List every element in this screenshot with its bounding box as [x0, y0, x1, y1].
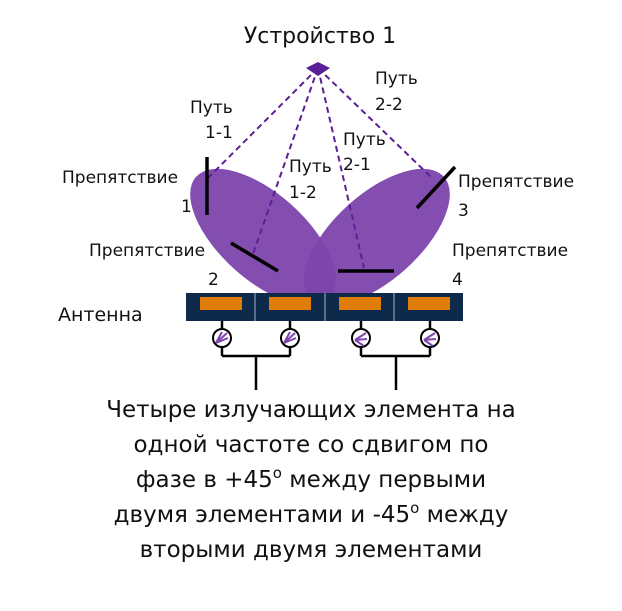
obstacle-4-number: 4: [452, 270, 463, 290]
path-2-1-line: [317, 67, 365, 269]
phase-shifter-icon: [212, 328, 232, 348]
phase-shifter-icon: [420, 328, 440, 348]
path-labels: Путь 1-1 Путь 1-2 Путь 2-1 Путь 2-2: [190, 69, 418, 203]
path-1-1-line: [207, 67, 319, 179]
obstacle-labels: Препятствие 1 Препятствие 2 Препятствие …: [62, 168, 574, 290]
path-2-1-number: 2-1: [343, 155, 371, 175]
obstacles: [205, 157, 457, 273]
patch-element-2: [269, 297, 311, 310]
path-2-2-label: Путь: [375, 69, 418, 89]
device-label: Устройство 1: [244, 24, 396, 49]
phase-shifter-icon: [351, 328, 371, 348]
caption-line-1: Четыре излучающих элемента на: [106, 397, 516, 423]
obstacle-1-label: Препятствие: [62, 168, 178, 188]
path-2-2-line: [317, 67, 433, 179]
caption-line-3-start: фазе в +45: [136, 467, 273, 493]
path-1-2-line: [252, 67, 319, 255]
caption-line-4-end: между: [419, 502, 508, 528]
path-1-1-number: 1-1: [205, 123, 233, 143]
patch-element-4: [408, 297, 450, 310]
obstacle-3-label: Препятствие: [458, 172, 574, 192]
path-1-1-label: Путь: [190, 98, 233, 118]
path-1-2-label: Путь: [289, 157, 332, 177]
patch-element-1: [200, 297, 242, 310]
device-icon: [306, 62, 330, 76]
signal-paths: [207, 67, 433, 269]
caption-line-5: вторыми двумя элементами: [140, 537, 483, 563]
caption: Четыре излучающих элемента на одной част…: [106, 397, 516, 563]
antenna-array: [186, 293, 463, 321]
caption-line-3: фазе в +45o между первыми: [136, 464, 486, 493]
obstacle-3-mark: [415, 165, 457, 210]
obstacle-4-label: Препятствие: [452, 241, 568, 261]
left-lobe: [190, 168, 336, 306]
path-1-2-number: 1-2: [289, 183, 317, 203]
phase-shifter-icon: [280, 328, 300, 348]
degree-sup: o: [410, 499, 419, 517]
obstacle-2-label: Препятствие: [89, 241, 205, 261]
caption-line-3-end: между первыми: [282, 467, 486, 493]
feed-network: [220, 321, 432, 390]
caption-line-2: одной частоте со сдвигом по: [133, 432, 488, 458]
obstacle-2-number: 2: [208, 270, 219, 290]
caption-line-4: двумя элементами и -45o между: [114, 499, 509, 528]
caption-line-4-start: двумя элементами и -45: [114, 502, 411, 528]
degree-sup: o: [273, 464, 282, 482]
obstacle-2-mark: [230, 241, 279, 273]
obstacle-1-number: 1: [181, 197, 192, 217]
patch-element-3: [339, 297, 381, 310]
path-2-1-label: Путь: [343, 130, 386, 150]
path-2-2-number: 2-2: [375, 95, 403, 115]
antenna-label: Антенна: [58, 304, 143, 326]
obstacle-3-number: 3: [458, 201, 469, 221]
phase-shifters: [212, 328, 440, 348]
